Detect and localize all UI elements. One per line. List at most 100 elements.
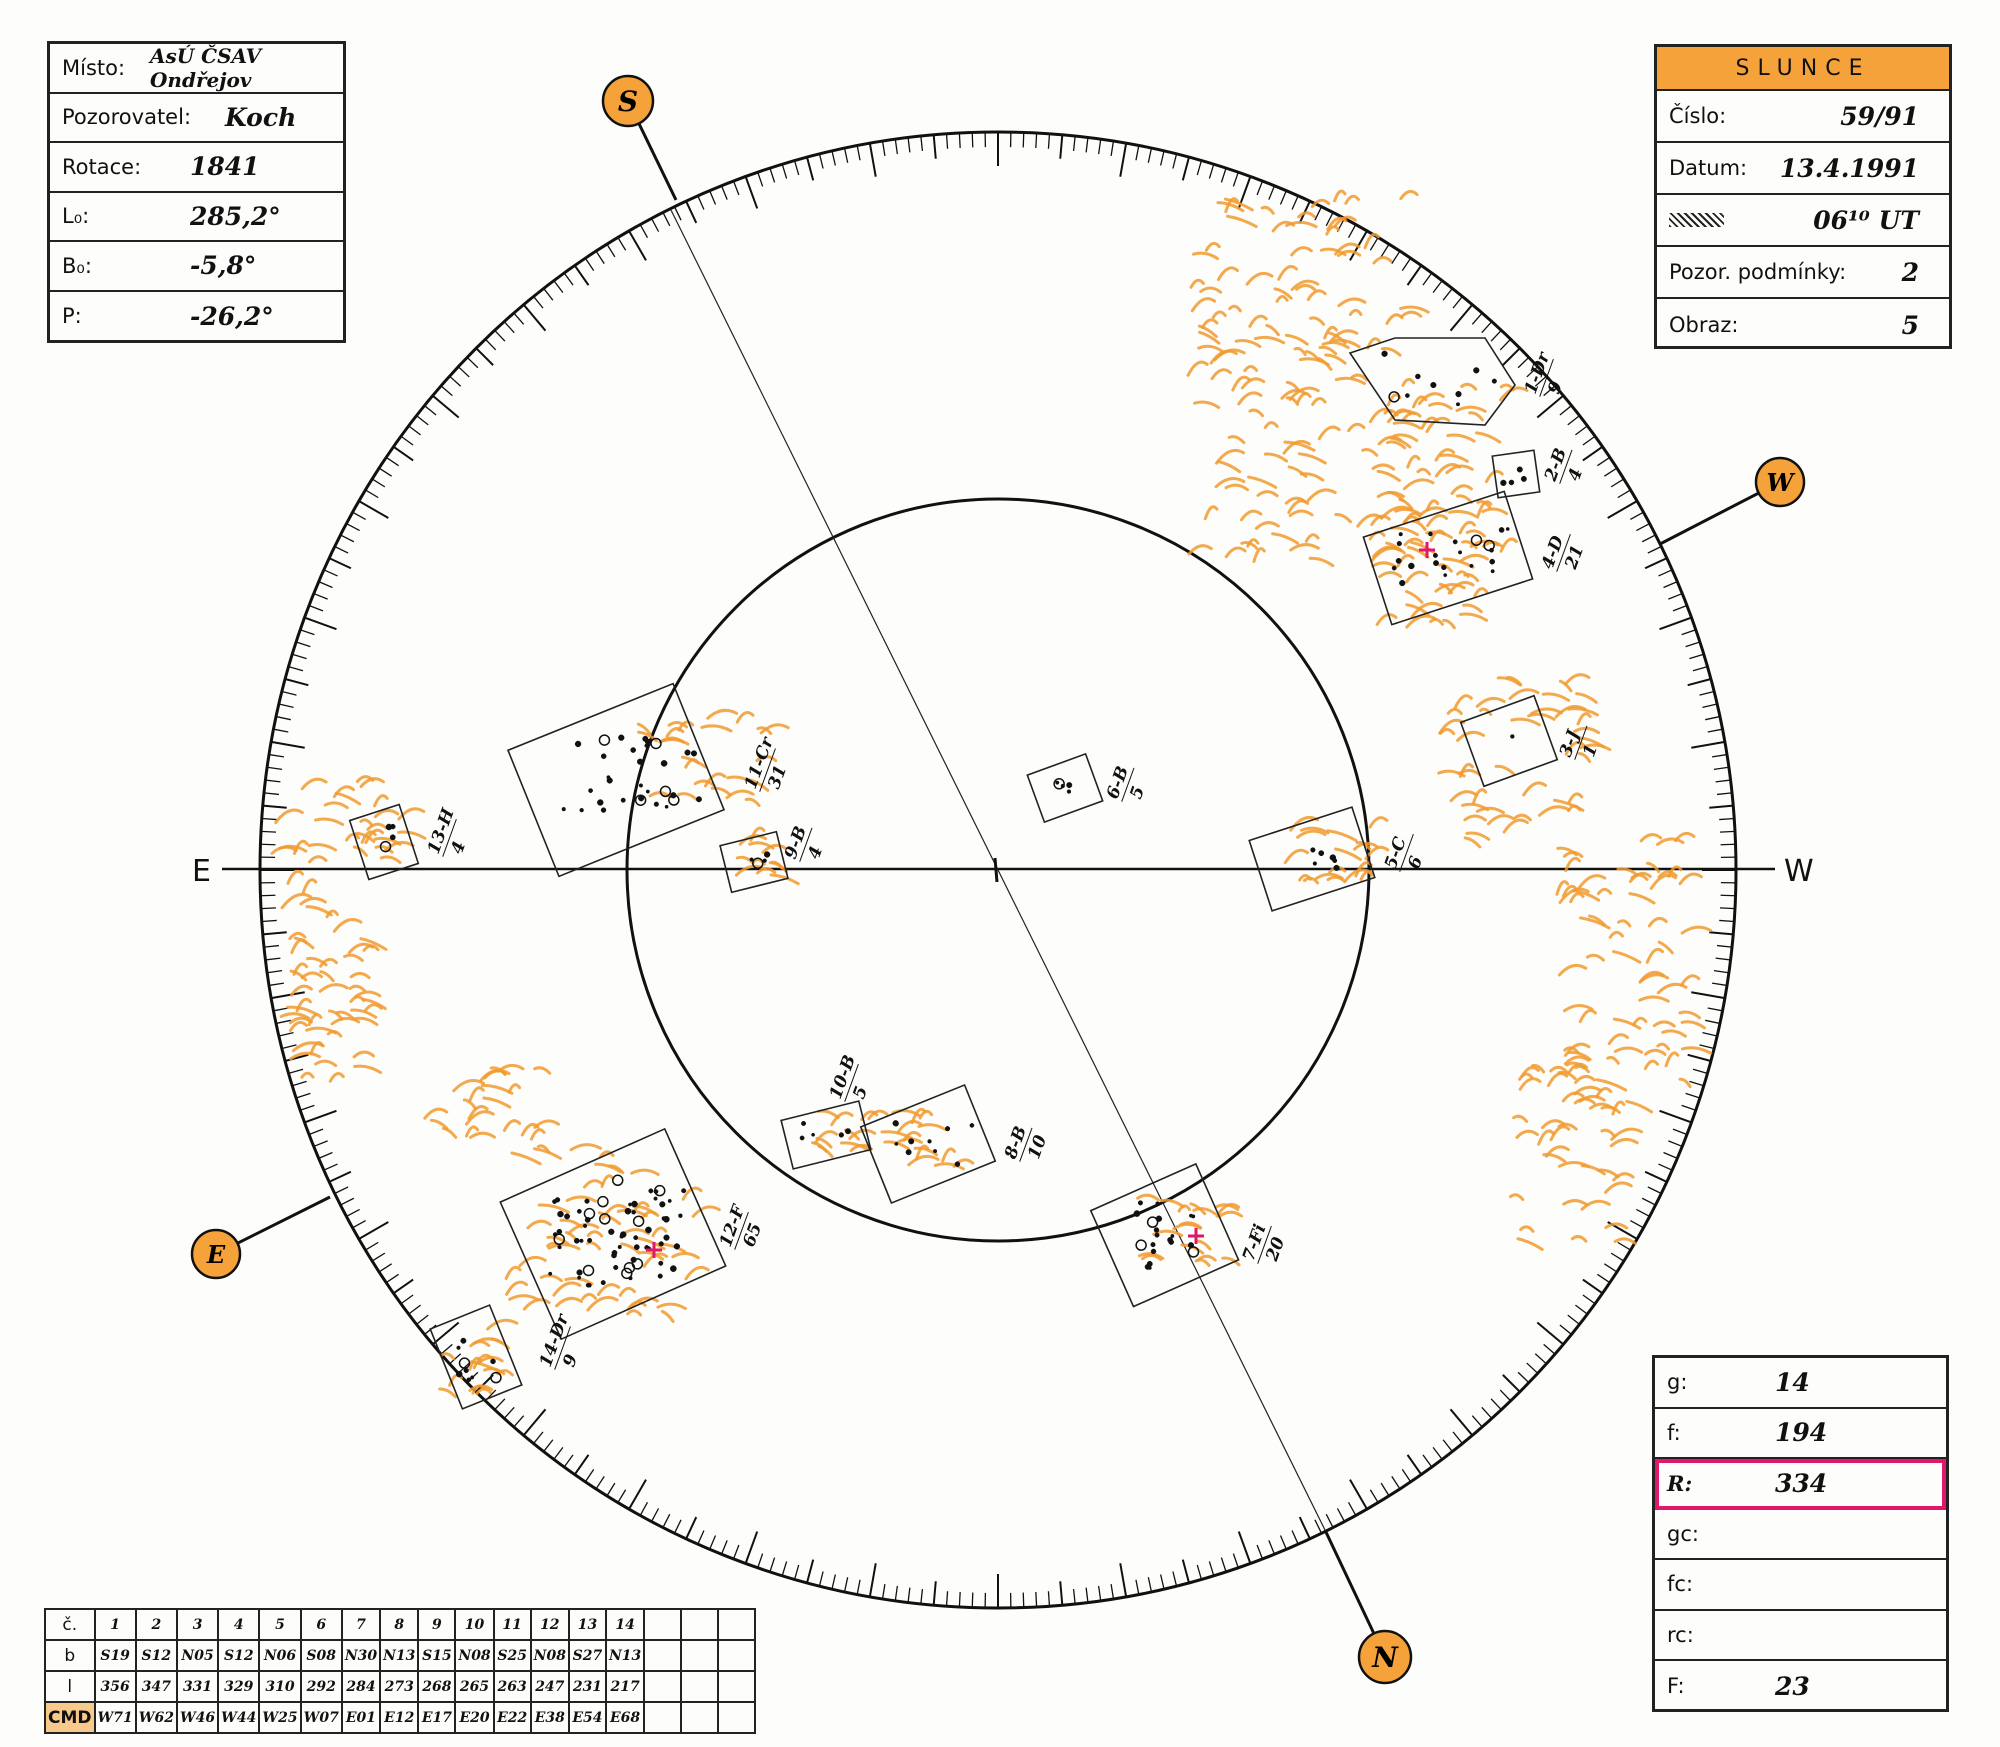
scale-tick [457,366,470,378]
facula-stroke [1296,392,1312,404]
facula-stroke [1334,847,1362,861]
scale-tick [573,264,590,286]
sunspot [588,788,593,793]
facula-stroke [1568,1050,1592,1061]
facula-stroke [677,720,695,732]
sunspot [905,1149,912,1156]
facula-stroke [1246,538,1260,548]
scale-tick [1232,1553,1239,1569]
scale-tick [685,1516,698,1540]
scale-tick [1314,206,1323,221]
sunspot [579,1238,584,1243]
facula-stroke [1425,416,1451,434]
compass-W: W [1659,456,1806,546]
rc-label: rc: [1667,1622,1694,1647]
table-cell: 14 [604,1608,646,1641]
table-cell: N06 [258,1639,302,1672]
facula-stroke [1475,806,1506,815]
facula-stroke [565,1195,597,1203]
facula-stroke [636,722,652,736]
facula-stroke [1608,930,1624,939]
facula-stroke [1558,679,1573,693]
scale-tick [543,1439,554,1452]
sunspot [587,1237,593,1243]
facula-stroke [1639,970,1665,983]
facula-stroke [1277,265,1298,281]
scale-tick [1432,280,1443,293]
facula-stroke [1347,422,1366,433]
sunspot [894,1142,899,1146]
facula-stroke [510,1151,542,1166]
scale-tick [1691,991,1725,1000]
facula-stroke [468,1384,494,1392]
facula-stroke [555,1296,583,1308]
facula-stroke [299,896,327,906]
facula-stroke [325,909,339,919]
scale-tick [1325,212,1334,227]
table-cell: E38 [529,1701,570,1734]
scale-tick [268,982,285,987]
table-cell: E20 [454,1701,495,1734]
facula-stroke [735,711,755,724]
group-box-11 [506,682,726,878]
sunspot [1146,1216,1159,1228]
sunspot [1405,393,1410,398]
facula-stroke [1418,392,1445,406]
sunspot [954,1161,961,1167]
scale-tick [1707,1007,1723,1012]
facula-stroke [547,1243,581,1251]
facula-stroke [1656,1042,1671,1051]
facula-stroke [1463,836,1482,849]
sunspot [1189,1213,1193,1218]
scale-tick [1716,792,1733,796]
sunspot [893,1121,899,1127]
scale-tick [553,1447,564,1460]
scale-tick [1607,500,1638,519]
sunspot [838,1132,844,1138]
observation-meta-box: Místo:AsÚ ČSAV Ondřejov Pozorovatel:Koch… [47,41,346,343]
table-cell: 217 [604,1670,646,1703]
table-cell: N08 [454,1639,495,1672]
scale-tick [1452,1431,1463,1444]
scale-tick [563,272,574,286]
facula-stroke [323,801,349,810]
compass-label-E: E [206,1240,226,1269]
facula-stroke [1203,505,1219,521]
facula-stroke [1609,1137,1639,1148]
scale-tick [1035,132,1038,149]
facula-stroke [353,1064,383,1074]
facula-stroke [1656,837,1685,846]
facula-stroke [1295,283,1317,291]
facula-stroke [1646,861,1661,874]
sunspot [1473,367,1480,374]
table-cell: 3 [175,1608,220,1641]
sunspot [584,1198,590,1204]
sunspot [1155,1215,1163,1222]
scale-tick [273,728,289,733]
facula-stroke [364,1003,383,1012]
scale-tick [513,312,525,325]
sunspot [608,1228,615,1235]
scale-tick [1059,1581,1064,1606]
obraz-label: Obraz: [1669,313,1739,337]
scale-tick [1147,147,1153,163]
table-row-cmd-head: CMD [44,1701,96,1734]
scale-tick [323,569,338,577]
facula-stroke [839,1141,870,1152]
facula-stroke [1191,251,1220,261]
scale-tick [284,678,309,687]
scale-tick [945,133,949,149]
facula-stroke [933,1162,965,1171]
facula-stroke [1386,440,1407,450]
scale-tick [744,1531,759,1564]
scale-tick [1471,1415,1483,1428]
scale-tick [673,206,682,221]
facula-stroke [359,818,374,827]
facula-stroke [813,1130,838,1145]
facula-stroke [659,736,686,744]
scale-tick [440,1343,453,1355]
scale-tick [757,1553,764,1569]
facula-stroke [706,708,739,720]
sunspot [663,1215,670,1223]
facula-stroke [1285,396,1300,406]
